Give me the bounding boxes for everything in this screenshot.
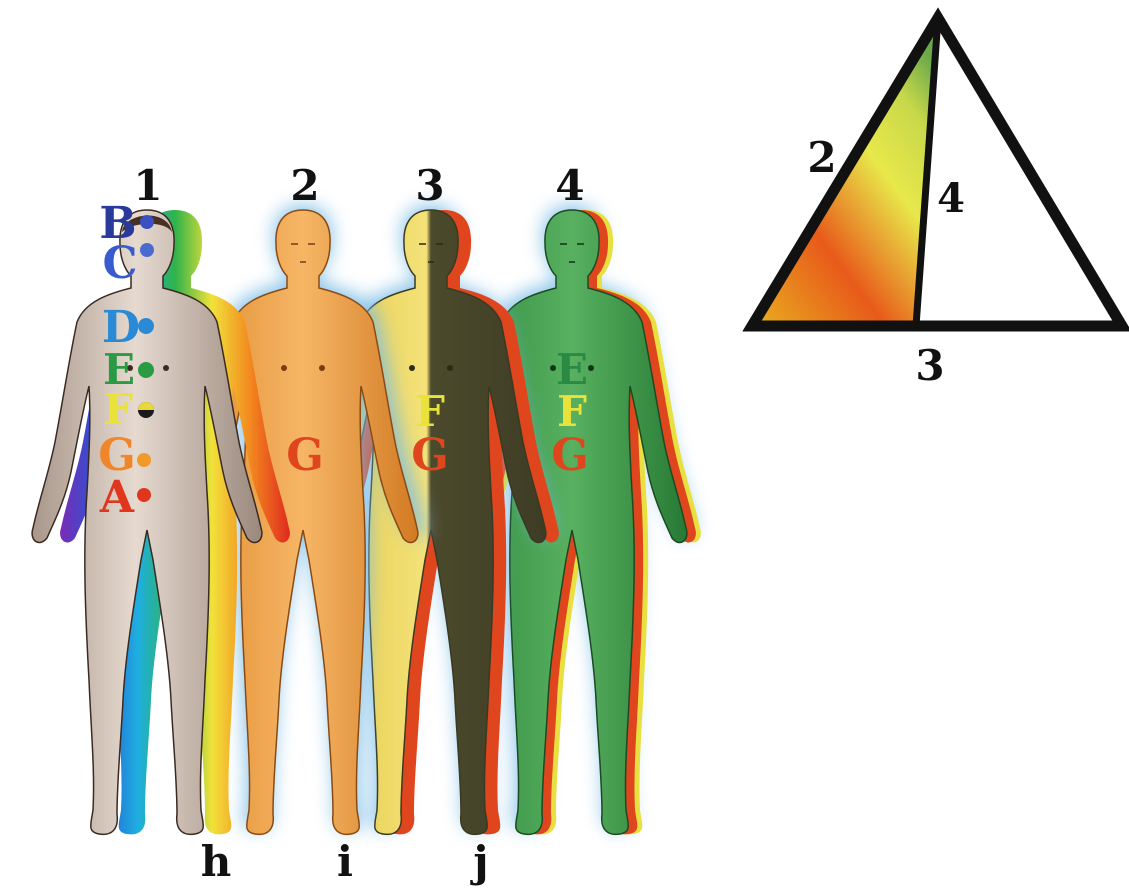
fig4-letter-e: E [556, 345, 588, 394]
chakra-dot-a [137, 488, 151, 502]
triangle-diagram: 2 4 3 [742, 7, 1129, 390]
triangle-label-base: 3 [915, 341, 944, 390]
chakra-dot-e [138, 362, 154, 378]
chakra-dot-b [140, 215, 154, 229]
figure-1 [31, 209, 290, 836]
chakra-letter-g: G [98, 430, 136, 481]
triangle-inner-line [912, 17, 942, 327]
fig3-letter-g: G [411, 430, 449, 481]
fig3-letter-f: F [415, 387, 445, 436]
chakra-letter-b: B [99, 198, 136, 249]
bottom-label-i: i [337, 837, 353, 886]
chakra-letter-e: E [103, 345, 135, 394]
figure-number-4: 4 [555, 161, 584, 210]
chakra-dot-g [137, 453, 151, 467]
chakra-letter-d: D [102, 302, 140, 353]
chakra-letter-c: C [102, 238, 137, 289]
triangle-label-inner: 4 [937, 175, 965, 222]
figure-number-3: 3 [415, 161, 444, 210]
chakra-letter-a: A [99, 472, 135, 523]
face-details [127, 243, 594, 371]
fig2-letter-g: G [286, 430, 324, 481]
chakra-dot-d [138, 318, 154, 334]
triangle-outline [742, 7, 1129, 332]
fig4-letter-f: F [557, 387, 587, 436]
bottom-label-j: j [469, 837, 488, 886]
fig4-letter-g: G [551, 430, 589, 481]
figure-number-1: 1 [133, 161, 162, 210]
bottom-label-h: h [201, 837, 232, 886]
chakra-dot-c [140, 243, 154, 257]
triangle-label-left: 2 [807, 133, 836, 182]
chakra-letter-f: F [103, 385, 133, 434]
figure-number-2: 2 [290, 161, 319, 210]
